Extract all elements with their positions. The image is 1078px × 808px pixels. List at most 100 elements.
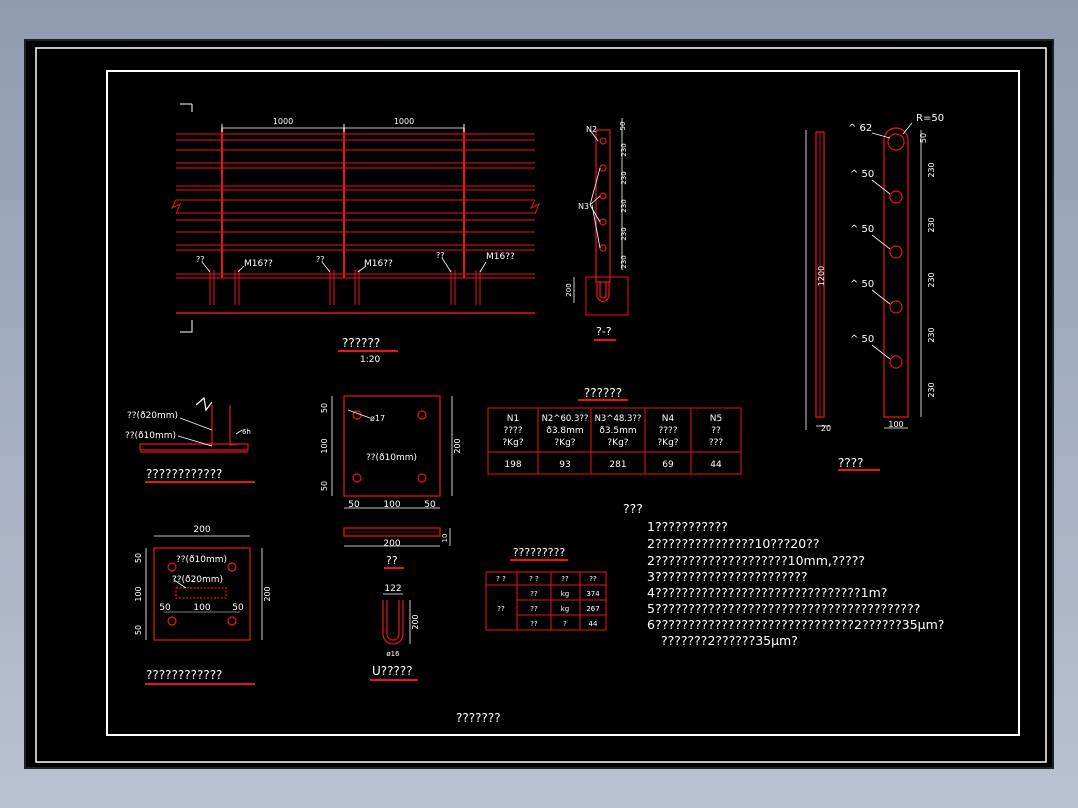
mat-value: 93 [559, 460, 570, 470]
qty-cell: kg [561, 590, 570, 598]
u-bolt-title: U????? [372, 664, 413, 678]
base-plate-dim-h: 50 [424, 500, 436, 510]
section-n2-label: N2 [586, 125, 597, 134]
base-plate-side-width: 200 [383, 539, 400, 549]
mat-value: 44 [710, 460, 722, 470]
anchor-plate-dim-v: 50 [134, 625, 143, 635]
post-hole: ^ 50 [850, 224, 874, 235]
post-dim-top: 50 [919, 133, 928, 143]
mat-header: ?Kg? [607, 438, 628, 448]
section-title: ?-? [596, 325, 612, 338]
section-dim: 230 [620, 255, 628, 268]
note-line: 4???????????????????????????????1m? [647, 585, 887, 600]
mat-header: ??? [709, 438, 724, 448]
note-line: 3??????????????????????? [647, 569, 808, 584]
qty-header: ?? [589, 575, 597, 583]
post-hole: ^ 50 [850, 334, 874, 345]
anchor-plate-dim-v: 100 [134, 586, 143, 601]
base-plate-dim-h: 50 [348, 500, 360, 510]
elevation-scale: 1:20 [360, 355, 380, 365]
qty-header: ?? [561, 575, 569, 583]
elevation-bolt-label-1: M16?? [244, 259, 273, 269]
mat-header: ?Kg? [502, 438, 523, 448]
u-bolt-detail [370, 593, 418, 681]
notes-heading: ??? [623, 501, 643, 516]
inner-frame [106, 70, 1020, 736]
material-table-title: ?????? [584, 386, 622, 400]
qty-group: ?? [497, 605, 505, 613]
mat-header: N5 [710, 414, 722, 424]
u-bolt-bar: ø16 [386, 650, 400, 658]
base-plate-detail [331, 395, 453, 569]
mat-value: 198 [504, 460, 521, 470]
note-line: 2????????????????????10mm,????? [647, 553, 865, 568]
base-plate-center-label: ??(ð10mm) [366, 453, 417, 463]
post-radius-label: R=50 [916, 113, 944, 124]
qty-header: ? ? [496, 575, 506, 583]
weld-title: ???????????? [146, 467, 222, 481]
base-plate-dim-v: 50 [320, 403, 329, 413]
mat-header: N2^60.3?? [542, 414, 589, 424]
post-title: ???? [838, 456, 863, 470]
mat-value: 281 [609, 460, 626, 470]
post-offset: 20 [821, 424, 831, 433]
weld-label-lower: ??(ð10mm) [125, 431, 176, 441]
post-hole: ^ 50 [850, 169, 874, 180]
base-plate-title: ?? [386, 554, 398, 567]
post-hole-top: ^ 62 [848, 123, 872, 134]
mat-header: ð3.8mm [546, 426, 583, 436]
post-dim: 230 [927, 162, 936, 177]
mat-header: ?Kg? [657, 438, 678, 448]
elevation-dim-left: 1000 [273, 117, 293, 126]
anchor-plate-title: ???????????? [146, 668, 222, 682]
post-detail [805, 122, 922, 471]
quantity-table-title: ????????? [513, 546, 566, 559]
qty-header: ? ? [529, 575, 539, 583]
mat-header: ?? [711, 426, 721, 436]
note-line: 1??????????? [647, 519, 728, 534]
mat-header: N1 [507, 414, 519, 424]
qty-cell: ?? [530, 620, 538, 628]
anchor-plate-dim-h: 50 [232, 603, 244, 613]
anchor-plate-dim-h: 100 [193, 603, 210, 613]
elevation-bolt-label-3: M16?? [486, 252, 515, 262]
note-line: 5???????????????????????????????????????… [647, 601, 920, 616]
qty-cell: 374 [586, 590, 600, 598]
section-dim: 230 [620, 199, 628, 212]
anchor-plate-detail [145, 535, 263, 685]
sheet-title: ??????? [456, 711, 501, 725]
elevation-dim-right: 1000 [394, 117, 414, 126]
elevation-note-3: ?? [436, 251, 445, 260]
mat-header: ???? [503, 426, 522, 436]
base-plate-side-thick: 10 [441, 534, 449, 543]
post-width: 100 [888, 420, 903, 429]
weld-label-upper: ??(ð20mm) [127, 411, 178, 421]
post-dim: 230 [927, 217, 936, 232]
anchor-plate-dim-h: 50 [159, 603, 171, 613]
qty-cell: kg [561, 605, 570, 613]
anchor-plate-dim-v: 50 [134, 553, 143, 563]
section-dim-top: 50 [619, 122, 627, 131]
u-bolt-height: 200 [411, 614, 420, 629]
quantity-table [485, 559, 607, 631]
mat-header: ?Kg? [554, 438, 575, 448]
elevation-title: ?????? [342, 336, 380, 350]
section-dim: 230 [620, 227, 628, 240]
anchor-plate-label-lower: ??(ð20mm) [172, 575, 223, 585]
anchor-plate-dim-right: 200 [263, 586, 272, 601]
post-dim: 230 [927, 327, 936, 342]
outer-frame [35, 47, 1047, 763]
mat-header: ð3.5mm [599, 426, 636, 436]
post-hole: ^ 50 [850, 279, 874, 290]
elevation-note-2: ?? [316, 255, 325, 264]
section-dim: 230 [620, 171, 628, 184]
qty-cell: 44 [589, 620, 598, 628]
note-line: 6??????????????????????????????2??????35… [647, 617, 944, 632]
elevation-view [170, 103, 540, 352]
qty-cell: ?? [530, 605, 538, 613]
mat-value: 69 [662, 460, 674, 470]
base-plate-dim-h: 100 [383, 500, 400, 510]
weld-size: 6h [242, 428, 251, 436]
qty-cell: ?? [530, 590, 538, 598]
